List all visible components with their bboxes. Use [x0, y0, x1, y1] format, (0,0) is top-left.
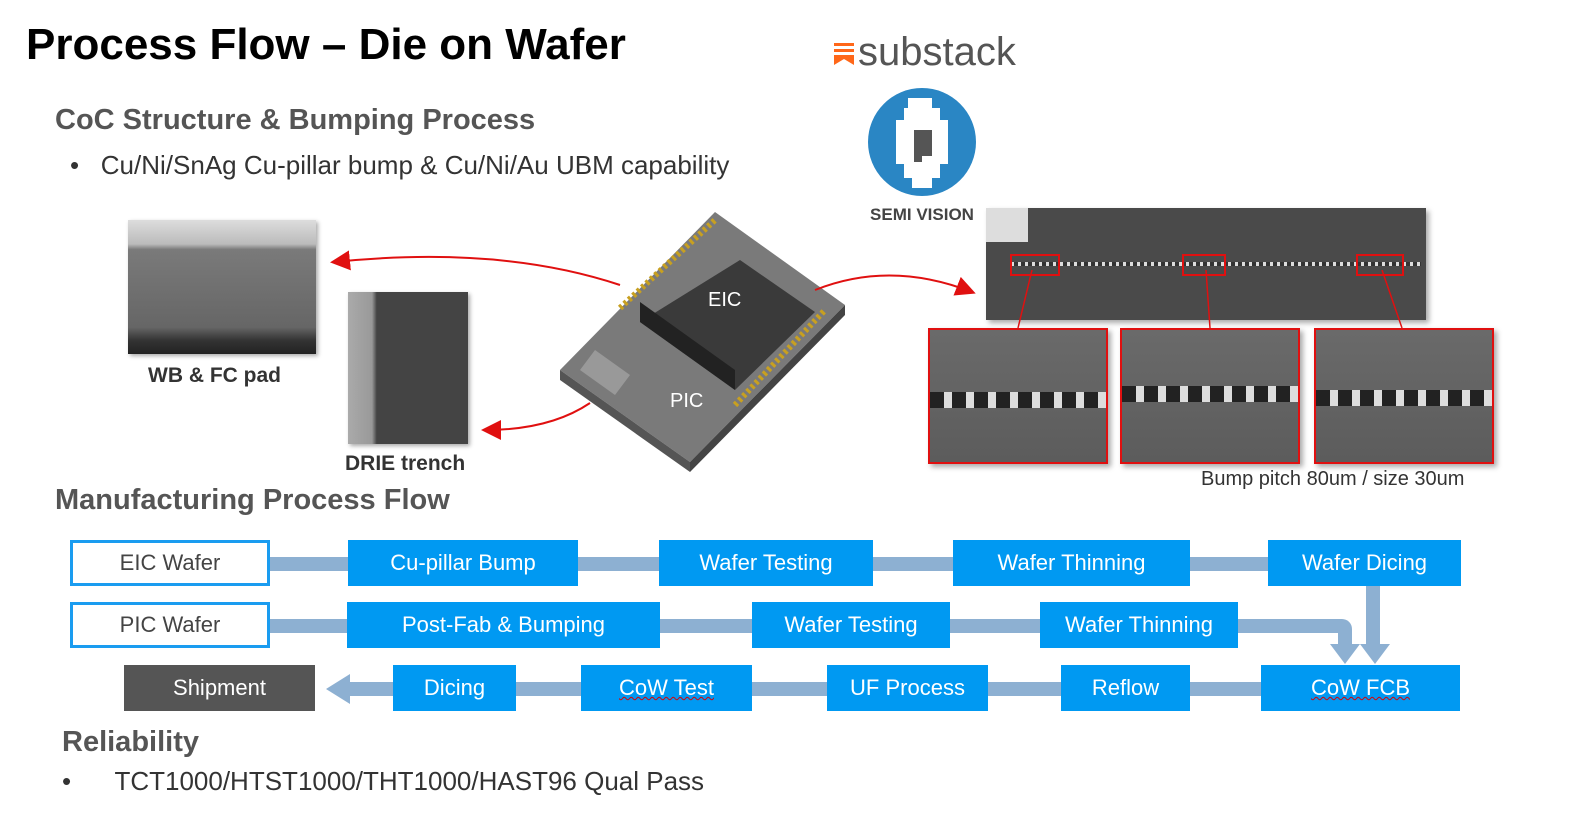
flow-uf-process: UF Process	[827, 665, 988, 711]
row2-down-connector	[1338, 619, 1352, 647]
flow-shipment: Shipment	[124, 665, 315, 711]
reliability-heading: Reliability	[62, 726, 199, 758]
arrow-to-drie	[481, 402, 591, 440]
zoom-lines	[1017, 270, 1403, 329]
arrow-to-wb	[330, 250, 621, 286]
bump-overview-image	[986, 208, 1426, 320]
left-arrowhead	[326, 674, 350, 704]
bump-closeup-1	[928, 328, 1108, 464]
page-title: Process Flow – Die on Wafer	[26, 20, 626, 69]
flow-cow-test: CoW Test	[581, 665, 752, 711]
flow-wafer-thinning-pic: Wafer Thinning	[1040, 602, 1238, 648]
coc-bullet-text: Cu/Ni/SnAg Cu-pillar bump & Cu/Ni/Au UBM…	[100, 150, 730, 180]
row3-connector	[345, 682, 1265, 696]
wb-fc-pad-image	[128, 220, 316, 354]
chip-diagram: EIC PIC	[330, 212, 976, 472]
cow-fcb-label: CoW FCB	[1311, 675, 1410, 700]
flow-wafer-testing-pic: Wafer Testing	[752, 602, 950, 648]
bump-closeup-3	[1314, 328, 1494, 464]
substack-wordmark: substack	[858, 30, 1016, 74]
dicing-down-connector	[1366, 586, 1380, 646]
flow-heading: Manufacturing Process Flow	[55, 484, 450, 516]
drie-caption: DRIE trench	[345, 452, 466, 475]
eic-die	[640, 260, 815, 390]
flow-wafer-thinning-eic: Wafer Thinning	[953, 540, 1190, 586]
flow-reflow: Reflow	[1061, 665, 1190, 711]
drie-trench-image	[348, 292, 468, 444]
bump-caption: Bump pitch 80um / size 30um	[1201, 468, 1465, 490]
eic-label: EIC	[708, 289, 741, 311]
flow-wafer-dicing: Wafer Dicing	[1268, 540, 1461, 586]
bump-closeup-2	[1120, 328, 1300, 464]
substack-logo: substack	[834, 30, 1016, 75]
wb-fc-caption: WB & FC pad	[148, 364, 281, 387]
reliability-bullet: • TCT1000/HTST1000/THT1000/HAST96 Qual P…	[62, 766, 705, 796]
reliability-bullet-text: TCT1000/HTST1000/THT1000/HAST96 Qual Pas…	[114, 766, 705, 796]
flow-pic-wafer: PIC Wafer	[70, 602, 270, 648]
substack-icon	[834, 42, 854, 65]
pic-label: PIC	[670, 390, 703, 412]
semivision-wordmark: SEMI VISION	[870, 205, 974, 224]
semivision-logo: SEMI VISION	[866, 88, 978, 225]
cow-test-label: CoW Test	[619, 675, 714, 700]
flow-dicing: Dicing	[393, 665, 516, 711]
arrow-to-bumps	[814, 274, 976, 296]
down-arrowheads	[1330, 644, 1390, 664]
coc-heading: CoC Structure & Bumping Process	[55, 104, 536, 136]
flow-eic-wafer: EIC Wafer	[70, 540, 270, 586]
semivision-icon	[868, 88, 976, 196]
flow-post-fab-bumping: Post-Fab & Bumping	[347, 602, 660, 648]
flow-cow-fcb: CoW FCB	[1261, 665, 1460, 711]
flow-cu-pillar-bump: Cu-pillar Bump	[348, 540, 578, 586]
coc-bullet: • Cu/Ni/SnAg Cu-pillar bump & Cu/Ni/Au U…	[70, 150, 730, 180]
flow-wafer-testing-eic: Wafer Testing	[659, 540, 873, 586]
